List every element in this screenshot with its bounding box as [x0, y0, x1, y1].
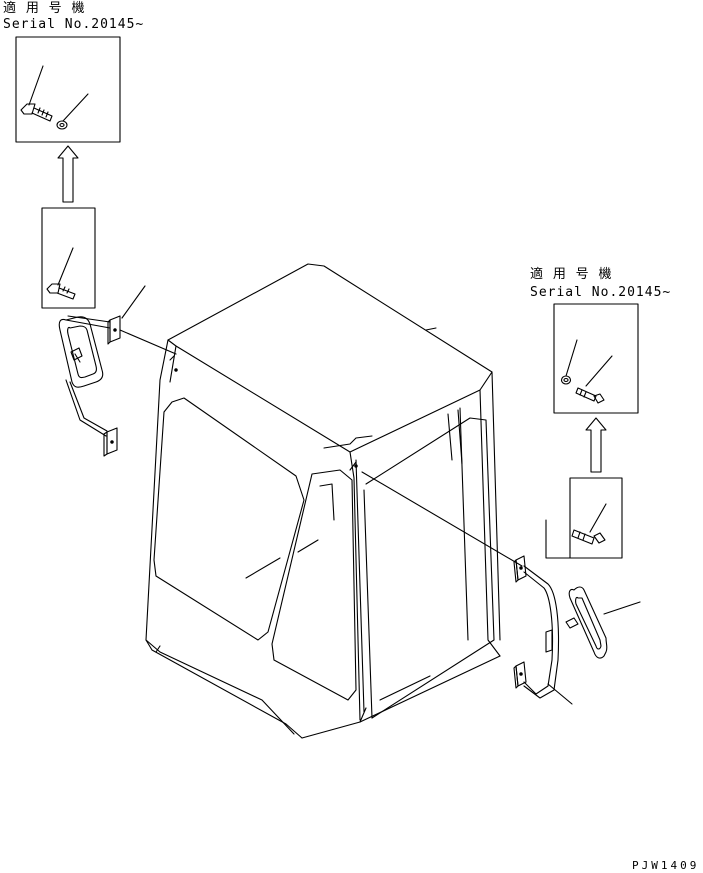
leader-line: [28, 65, 44, 106]
arrow-up-icon: [57, 145, 79, 203]
bolt-icon: [46, 283, 76, 300]
bolt-icon: [571, 529, 606, 545]
leader-line: [57, 247, 74, 286]
left-applicable-label: 適 用 号 機: [3, 1, 86, 16]
bracket-icon: [103, 427, 118, 457]
leader-line: [547, 683, 573, 705]
left-mirror-assembly: [58, 285, 177, 457]
leader-line: [603, 601, 641, 615]
leader-line: [589, 503, 607, 533]
bracket-icon: [107, 315, 121, 345]
washer-icon: [56, 120, 68, 130]
right-applicable-label: 適 用 号 機: [530, 267, 613, 282]
bracket-icon: [513, 661, 527, 689]
mirror-icon: [58, 316, 104, 388]
left-detail-box: [15, 36, 121, 143]
leader-line: [565, 339, 578, 377]
bolt-icon: [575, 387, 605, 404]
drawing-code: PJW1409: [632, 859, 700, 872]
leader-line: [585, 355, 613, 387]
leader-line: [121, 285, 146, 319]
left-serial-label: Serial No.20145~: [3, 17, 145, 32]
arrow-up-icon: [585, 417, 607, 473]
leader-line: [62, 93, 89, 122]
washer-icon: [560, 375, 572, 385]
bracket-icon: [513, 555, 527, 583]
left-old-bolt-box: [41, 207, 96, 309]
mirror-icon: [565, 586, 608, 659]
leader-line: [361, 471, 523, 567]
right-mirror-assembly: [361, 471, 641, 705]
leader-line: [119, 329, 177, 355]
right-old-bolt-box: [545, 477, 623, 559]
cab-body: [145, 263, 501, 739]
right-detail-box: [553, 303, 639, 414]
bolt-icon: [20, 103, 53, 122]
right-serial-label: Serial No.20145~: [530, 285, 672, 300]
